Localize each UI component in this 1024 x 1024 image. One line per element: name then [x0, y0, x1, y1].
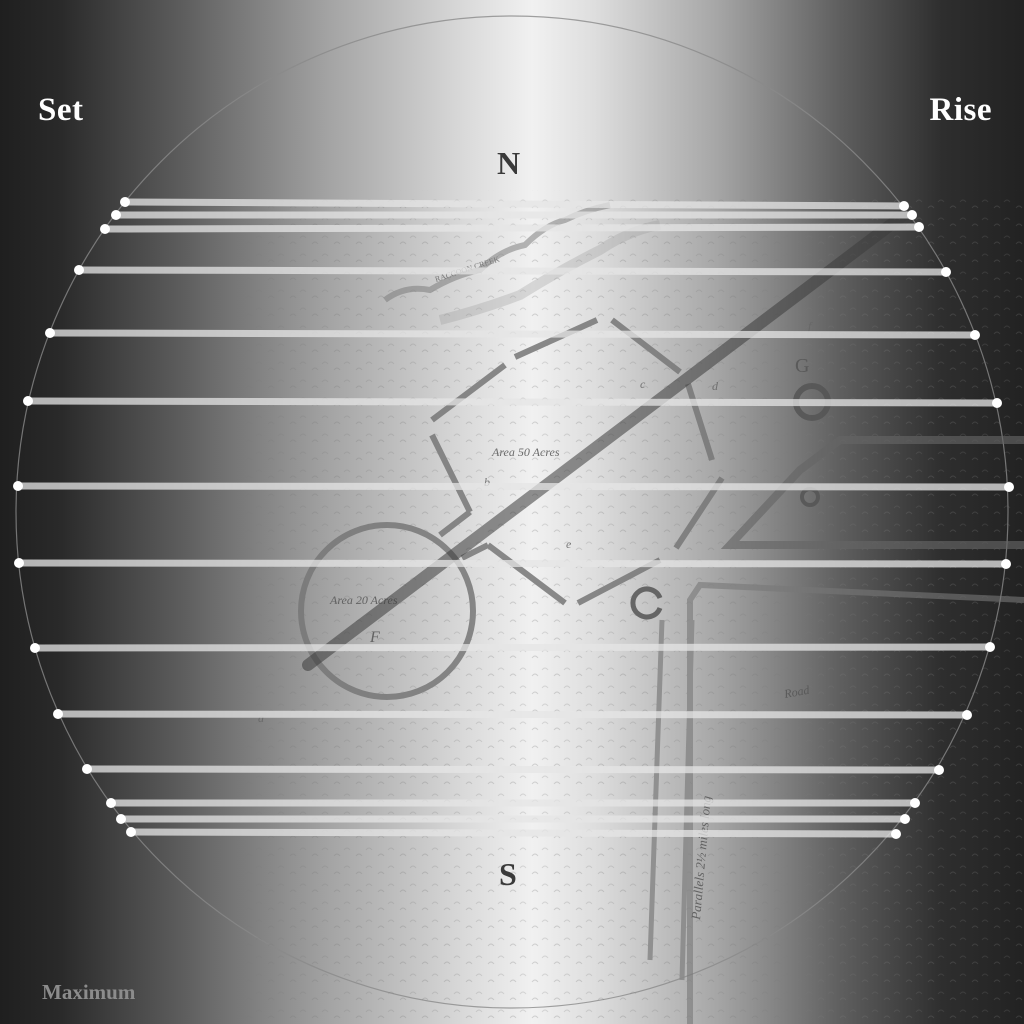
rise-set-line — [104, 223, 920, 233]
rise-point-dot — [970, 330, 980, 340]
map-letter: c — [640, 377, 646, 391]
set-point-dot — [45, 328, 55, 338]
set-point-dot — [53, 709, 63, 719]
south-label: S — [499, 856, 517, 892]
rise-point-dot — [1001, 559, 1011, 569]
set-point-dot — [13, 481, 23, 491]
rise-point-dot — [934, 765, 944, 775]
rise-point-dot — [900, 814, 910, 824]
set-point-dot — [23, 396, 33, 406]
rise-set-line — [130, 828, 897, 838]
rise-set-line — [49, 329, 976, 339]
map-letter: G — [795, 355, 809, 377]
rise-set-lines — [13, 197, 1014, 839]
set-point-dot — [111, 210, 121, 220]
set-point-dot — [116, 814, 126, 824]
map-letter: e — [566, 537, 572, 551]
avenue-wall-2 — [460, 542, 490, 561]
earthworks-map: Area 50 Acres Area 20 Acres RACCOON CREE… — [240, 190, 1024, 1024]
rise-set-line — [57, 710, 968, 719]
rise-point-dot — [914, 222, 924, 232]
rise-set-line — [27, 397, 998, 407]
rise-set-line — [17, 482, 1010, 491]
set-point-dot — [106, 798, 116, 808]
rise-point-dot — [985, 642, 995, 652]
set-point-dot — [120, 197, 130, 207]
set-point-dot — [74, 265, 84, 275]
map-letter: F — [369, 629, 380, 646]
map-letter: d — [712, 379, 719, 393]
map-letter: b — [484, 475, 490, 489]
set-point-dot — [126, 827, 136, 837]
square-enclosure — [720, 436, 1024, 549]
rise-set-line — [18, 559, 1007, 568]
avenue-wall-1 — [438, 509, 472, 538]
rise-point-dot — [962, 710, 972, 720]
rise-point-dot — [1004, 482, 1014, 492]
rise-point-dot — [910, 798, 920, 808]
road-enclosure — [687, 581, 1024, 1024]
octagon-earthwork — [429, 317, 725, 606]
rise-point-dot — [992, 398, 1002, 408]
set-label: Set — [38, 92, 84, 128]
alignment-axis-line — [302, 208, 911, 671]
circle-earthwork — [298, 522, 476, 700]
map-letter: a — [258, 711, 264, 725]
set-point-dot — [100, 224, 110, 234]
north-label: N — [497, 145, 521, 181]
set-point-dot — [30, 643, 40, 653]
parallel-wall-1 — [647, 619, 665, 961]
set-point-dot — [14, 558, 24, 568]
map-letter: f — [808, 319, 813, 333]
map-text-road: Road — [782, 683, 811, 702]
rise-point-dot — [891, 829, 901, 839]
map-text-area-octagon: Area 50 Acres — [491, 445, 560, 459]
mode-label: Maximum — [42, 980, 136, 1004]
rise-label: Rise — [929, 92, 992, 128]
rise-point-dot — [899, 201, 909, 211]
rise-set-line — [86, 765, 940, 774]
rise-set-line — [34, 643, 991, 652]
small-circle-c — [630, 586, 663, 620]
rise-set-line — [78, 266, 947, 276]
rise-point-dot — [907, 210, 917, 220]
rise-point-dot — [941, 267, 951, 277]
set-point-dot — [82, 764, 92, 774]
rise-set-line — [124, 198, 905, 210]
